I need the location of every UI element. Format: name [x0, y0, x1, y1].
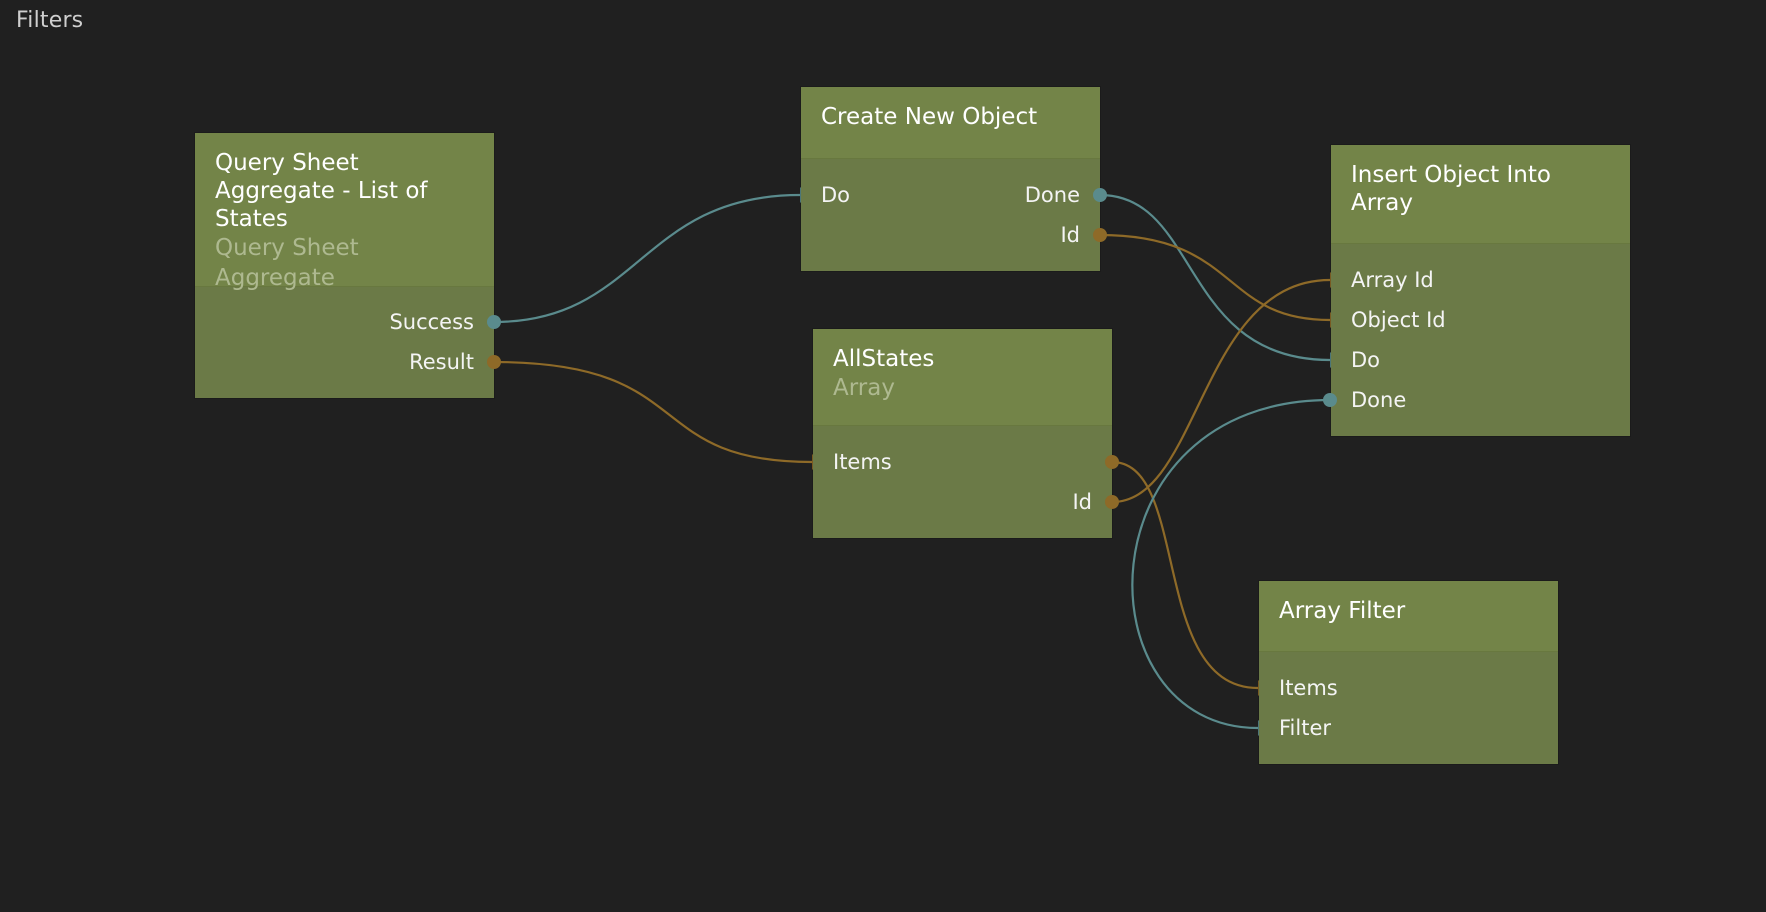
- port-items[interactable]: Items: [833, 450, 892, 474]
- dot-query-result[interactable]: [487, 355, 501, 369]
- node-title-line: Insert Object Into: [1351, 162, 1551, 188]
- node-header[interactable]: Query Sheet Aggregate - List of States Q…: [195, 133, 494, 291]
- wire-success-to-do[interactable]: [493, 193, 801, 324]
- node-header[interactable]: AllStates Array: [813, 329, 1112, 426]
- port-filter[interactable]: Filter: [1279, 716, 1332, 740]
- port-success[interactable]: Success: [389, 310, 474, 334]
- dot-query-success[interactable]: [487, 315, 501, 329]
- port-id[interactable]: Id: [1072, 490, 1092, 514]
- node-subtitle: Query Sheet Aggregate: [215, 235, 359, 291]
- dot-create-done[interactable]: [1093, 188, 1107, 202]
- node-title-line: Aggregate - List of: [215, 178, 428, 204]
- wire-allstates-items-to-filter-items[interactable]: [1111, 460, 1259, 690]
- port-do[interactable]: Do: [1351, 348, 1381, 372]
- node-title-line: States: [215, 206, 288, 232]
- node-subtitle: Array: [833, 375, 895, 401]
- port-items[interactable]: Items: [1279, 676, 1338, 700]
- dot-allstates-id[interactable]: [1105, 495, 1119, 509]
- node-query-sheet-aggregate[interactable]: Query Sheet Aggregate - List of States Q…: [195, 133, 494, 398]
- wire-allstates-id-to-array-id[interactable]: [1111, 278, 1331, 504]
- node-title-line: Array: [1351, 190, 1413, 216]
- node-title: Create New Object: [821, 104, 1038, 130]
- port-done[interactable]: Done: [1024, 183, 1080, 207]
- node-allstates[interactable]: AllStates Array Items Id: [813, 329, 1112, 538]
- node-title: Array Filter: [1279, 598, 1406, 624]
- wire-result-to-items[interactable]: [493, 360, 813, 464]
- port-done[interactable]: Done: [1351, 388, 1407, 412]
- node-create-new-object[interactable]: Create New Object Do Done Id: [801, 87, 1100, 271]
- dot-insert-done[interactable]: [1323, 393, 1337, 407]
- wire-id-to-object-id[interactable]: [1099, 233, 1331, 322]
- page-title: Filters: [16, 8, 84, 33]
- wire-insert-done-to-filter[interactable]: [1131, 398, 1331, 730]
- port-result[interactable]: Result: [409, 350, 474, 374]
- port-array-id[interactable]: Array Id: [1351, 268, 1434, 292]
- dot-create-id[interactable]: [1093, 228, 1107, 242]
- wire-done-to-insert-do[interactable]: [1099, 193, 1331, 362]
- port-id[interactable]: Id: [1060, 223, 1080, 247]
- node-insert-object-into-array[interactable]: Insert Object Into Array Array Id Object…: [1331, 145, 1630, 436]
- port-do[interactable]: Do: [821, 183, 851, 207]
- dot-allstates-items[interactable]: [1105, 455, 1119, 469]
- node-array-filter[interactable]: Array Filter Items Filter: [1259, 581, 1558, 764]
- node-header[interactable]: Create New Object: [801, 87, 1100, 159]
- node-title: AllStates: [833, 346, 935, 372]
- port-object-id[interactable]: Object Id: [1351, 308, 1446, 332]
- node-title-line: Query Sheet: [215, 150, 359, 176]
- node-header[interactable]: Insert Object Into Array: [1331, 145, 1630, 244]
- node-header[interactable]: Array Filter: [1259, 581, 1558, 652]
